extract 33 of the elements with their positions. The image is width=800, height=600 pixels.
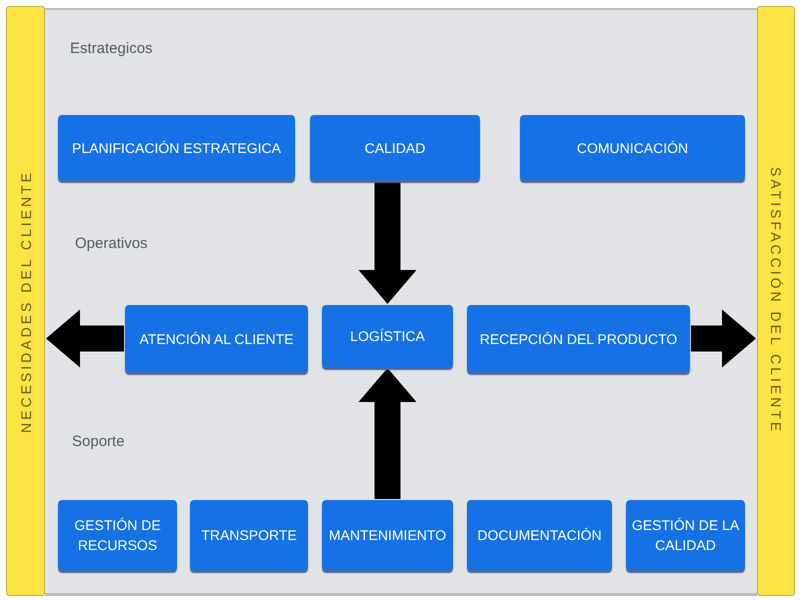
section-heading: Soporte — [72, 433, 125, 450]
block-arrow — [358, 181, 416, 304]
process-name: GESTIÓN DE RECURSOS — [73, 516, 162, 555]
process-name: CALIDAD — [364, 138, 426, 158]
side-band — [6, 6, 45, 596]
process-box — [310, 115, 480, 180]
process-box — [125, 305, 308, 372]
block-arrow — [46, 310, 124, 368]
process-box — [58, 500, 177, 570]
process-name: MANTENIMIENTO — [328, 526, 446, 545]
process-box — [626, 500, 745, 570]
process-name: COMUNICACIÓN — [576, 138, 688, 158]
process-name: RECEPCIÓN DEL PRODUCTO — [480, 330, 678, 348]
process-box — [467, 305, 690, 372]
band-title: SATISFACCIÓN DEL CLIENTE — [768, 167, 784, 435]
process-name: PLANIFICACIÓN ESTRATEGICA — [72, 138, 281, 158]
section-heading: Estrategicos — [70, 40, 153, 57]
block-arrow — [691, 310, 756, 368]
process-name: DOCUMENTACIÓN — [477, 526, 602, 545]
process-box — [190, 500, 308, 570]
process-name: LOGÍSTICA — [350, 327, 425, 346]
side-band — [757, 6, 795, 596]
process-name: TRANSPORTE — [201, 526, 297, 545]
process-box — [322, 500, 453, 570]
process-box — [467, 500, 612, 570]
process-box — [520, 115, 745, 180]
process-name: GESTIÓN DE LA CALIDAD — [631, 516, 740, 555]
band-title: NECESIDADES DEL CLIENTE — [18, 170, 34, 432]
section-heading: Operativos — [75, 235, 148, 252]
process-box — [58, 115, 295, 180]
block-arrow — [358, 368, 416, 499]
process-name: ATENCIÓN AL CLIENTE — [139, 330, 294, 348]
process-box — [322, 305, 453, 367]
